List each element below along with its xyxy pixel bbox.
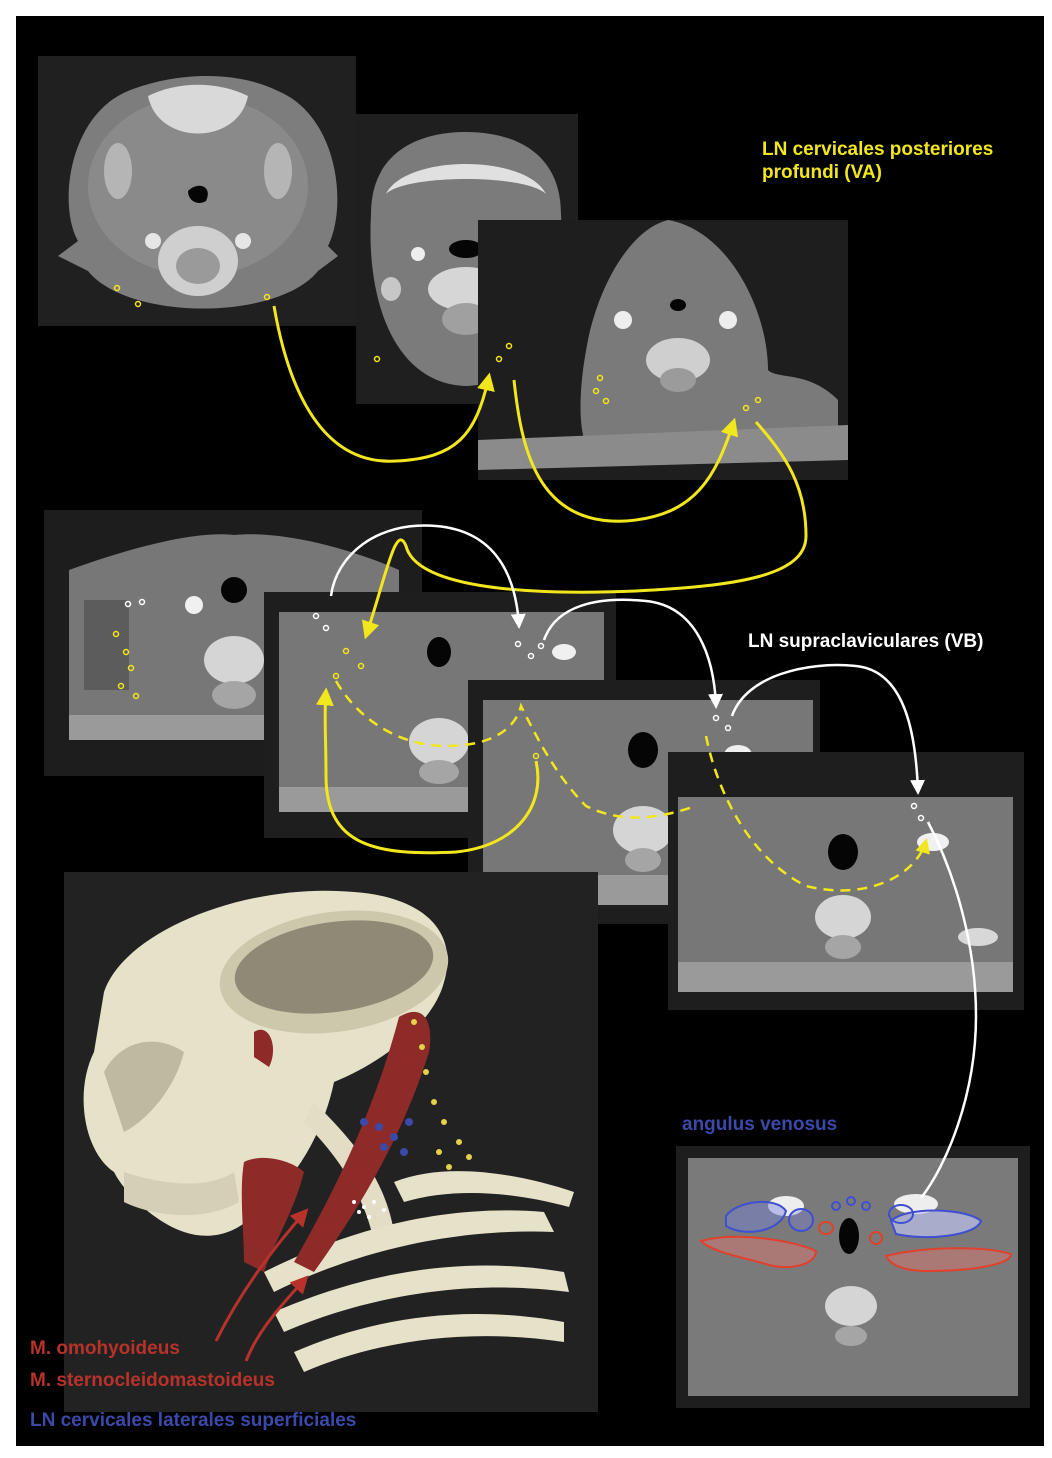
yellow-arrow-4 xyxy=(325,691,538,853)
white-arrow-3 xyxy=(732,665,918,792)
label-sternocleidomastoideus: M. sternocleidomastoideus xyxy=(30,1369,275,1392)
red-arrow-sternocleidomastoideus xyxy=(246,1278,306,1361)
white-arrow-4 xyxy=(921,822,976,1198)
yellow-dashed-arrow-2 xyxy=(706,736,926,890)
label-omohyoideus: M. omohyoideus xyxy=(30,1337,180,1360)
arrows-overlay xyxy=(16,16,1044,1446)
figure-canvas: LN cervicales posteriores profundi (VA) … xyxy=(16,16,1044,1446)
label-va-line-1: LN cervicales posteriores xyxy=(762,138,993,161)
yellow-arrow-2 xyxy=(514,380,734,521)
label-lymph-nodes-vb: LN supraclaviculares (VB) xyxy=(748,630,983,653)
white-arrow-2 xyxy=(544,600,716,706)
red-arrow-omohyoideus xyxy=(216,1211,306,1341)
yellow-lymph-node-markers xyxy=(114,286,761,759)
label-va-line-2: profundi (VA) xyxy=(762,161,993,184)
yellow-dashed-arrow-1 xyxy=(336,681,696,818)
label-superficiales: LN cervicales laterales superficiales xyxy=(30,1409,356,1432)
white-arrow-1 xyxy=(331,526,519,626)
label-lymph-nodes-va: LN cervicales posteriores profundi (VA) xyxy=(762,138,993,184)
yellow-arrow-1 xyxy=(274,306,489,461)
label-angulus-venosus: angulus venosus xyxy=(682,1113,837,1136)
